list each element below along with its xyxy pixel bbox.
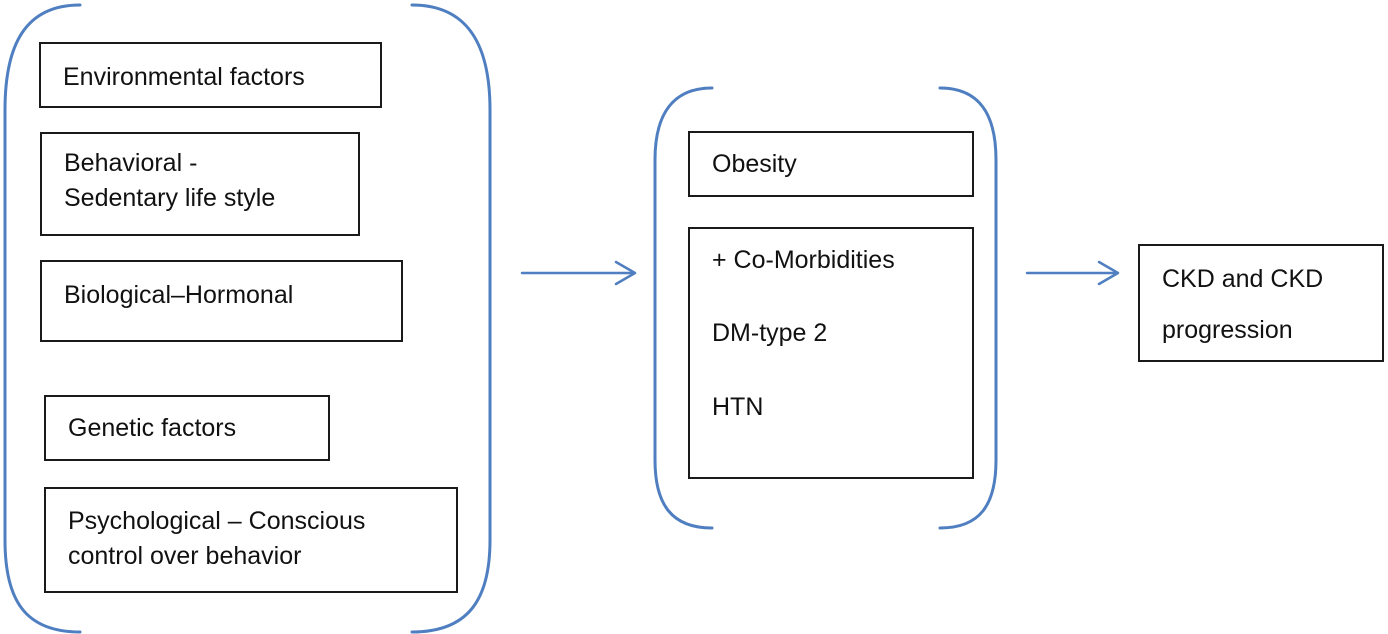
comorbidity-htn: HTN: [712, 393, 764, 421]
comorbidities-heading: + Co-Morbidities: [712, 246, 895, 274]
behavioral-label-line-1: Behavioral -: [64, 149, 198, 177]
obesity-label: Obesity: [712, 150, 797, 178]
psychological-label-line-2: control over behavior: [68, 542, 302, 570]
middle-group-bracket-close: [938, 86, 998, 530]
left-group-bracket-close: [410, 3, 492, 634]
comorbidity-dm-type-2: DM-type 2: [712, 319, 828, 347]
arrowhead-obesity-to-ckd: [1097, 260, 1120, 286]
psychological-label-line-1: Psychological – Conscious: [68, 507, 366, 535]
left-group-bracket-open: [3, 3, 82, 634]
psychological-factors-box: Psychological – Conscious control over b…: [44, 487, 458, 593]
genetic-factors-label: Genetic factors: [68, 414, 237, 442]
middle-group-bracket-open: [653, 86, 714, 530]
environmental-factors-box: Environmental factors: [39, 42, 382, 108]
comorbidities-box: + Co-Morbidities DM-type 2 HTN: [688, 227, 974, 479]
genetic-factors-box: Genetic factors: [44, 395, 330, 461]
obesity-box: Obesity: [688, 131, 974, 197]
ckd-outcome-line-2: progression: [1162, 316, 1293, 344]
arrowhead-factors-to-obesity: [614, 260, 637, 286]
biological-hormonal-box: Biological–Hormonal: [40, 260, 403, 342]
biological-hormonal-label: Biological–Hormonal: [64, 281, 294, 309]
behavioral-label-line-2: Sedentary life style: [64, 184, 276, 212]
environmental-factors-label: Environmental factors: [63, 63, 305, 91]
ckd-outcome-line-1: CKD and CKD: [1162, 265, 1324, 293]
behavioral-factors-box: Behavioral - Sedentary life style: [40, 132, 360, 236]
ckd-outcome-box: CKD and CKD progression: [1138, 244, 1384, 362]
